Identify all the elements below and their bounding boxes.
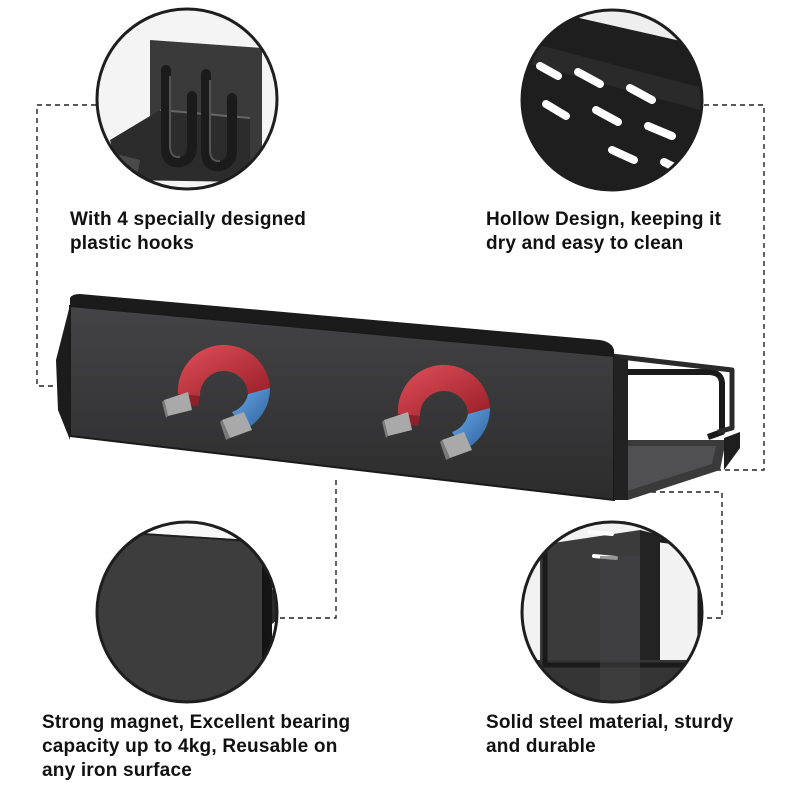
caption-line: Strong magnet, Excellent bearing — [42, 712, 351, 733]
horseshoe-magnet-icon — [382, 364, 491, 460]
caption-line: plastic hooks — [70, 233, 195, 254]
plastic-hook-icon — [161, 65, 237, 172]
caption-line: Hollow Design, keeping it — [486, 209, 722, 230]
detail-circle-hooks — [95, 7, 279, 191]
detail-circle-steel — [520, 520, 704, 704]
leader-line-magnet — [273, 480, 337, 619]
leader-line-hooks — [36, 104, 96, 387]
caption-hooks: With 4 specially designed plastic hooks — [70, 208, 306, 256]
detail-circle-magnet — [95, 520, 279, 704]
horseshoe-magnet-icon — [162, 344, 271, 440]
caption-line: capacity up to 4kg, Reusable on — [42, 736, 338, 757]
detail-circle-hollow — [520, 8, 704, 192]
leader-lines — [36, 104, 765, 619]
caption-steel: Solid steel material, sturdy and durable — [486, 711, 733, 759]
caption-hollow: Hollow Design, keeping it dry and easy t… — [486, 208, 721, 256]
shelf-side-rail — [608, 369, 725, 440]
caption-line: Solid steel material, sturdy — [486, 712, 734, 733]
caption-line: any iron surface — [42, 760, 192, 781]
magnetic-shelf — [56, 294, 740, 502]
leader-line-hollow — [700, 104, 765, 471]
caption-line: With 4 specially designed — [70, 209, 307, 230]
caption-line: dry and easy to clean — [486, 233, 684, 254]
caption-magnet: Strong magnet, Excellent bearing capacit… — [42, 711, 350, 783]
caption-line: and durable — [486, 736, 596, 757]
leader-line-steel — [642, 491, 723, 619]
